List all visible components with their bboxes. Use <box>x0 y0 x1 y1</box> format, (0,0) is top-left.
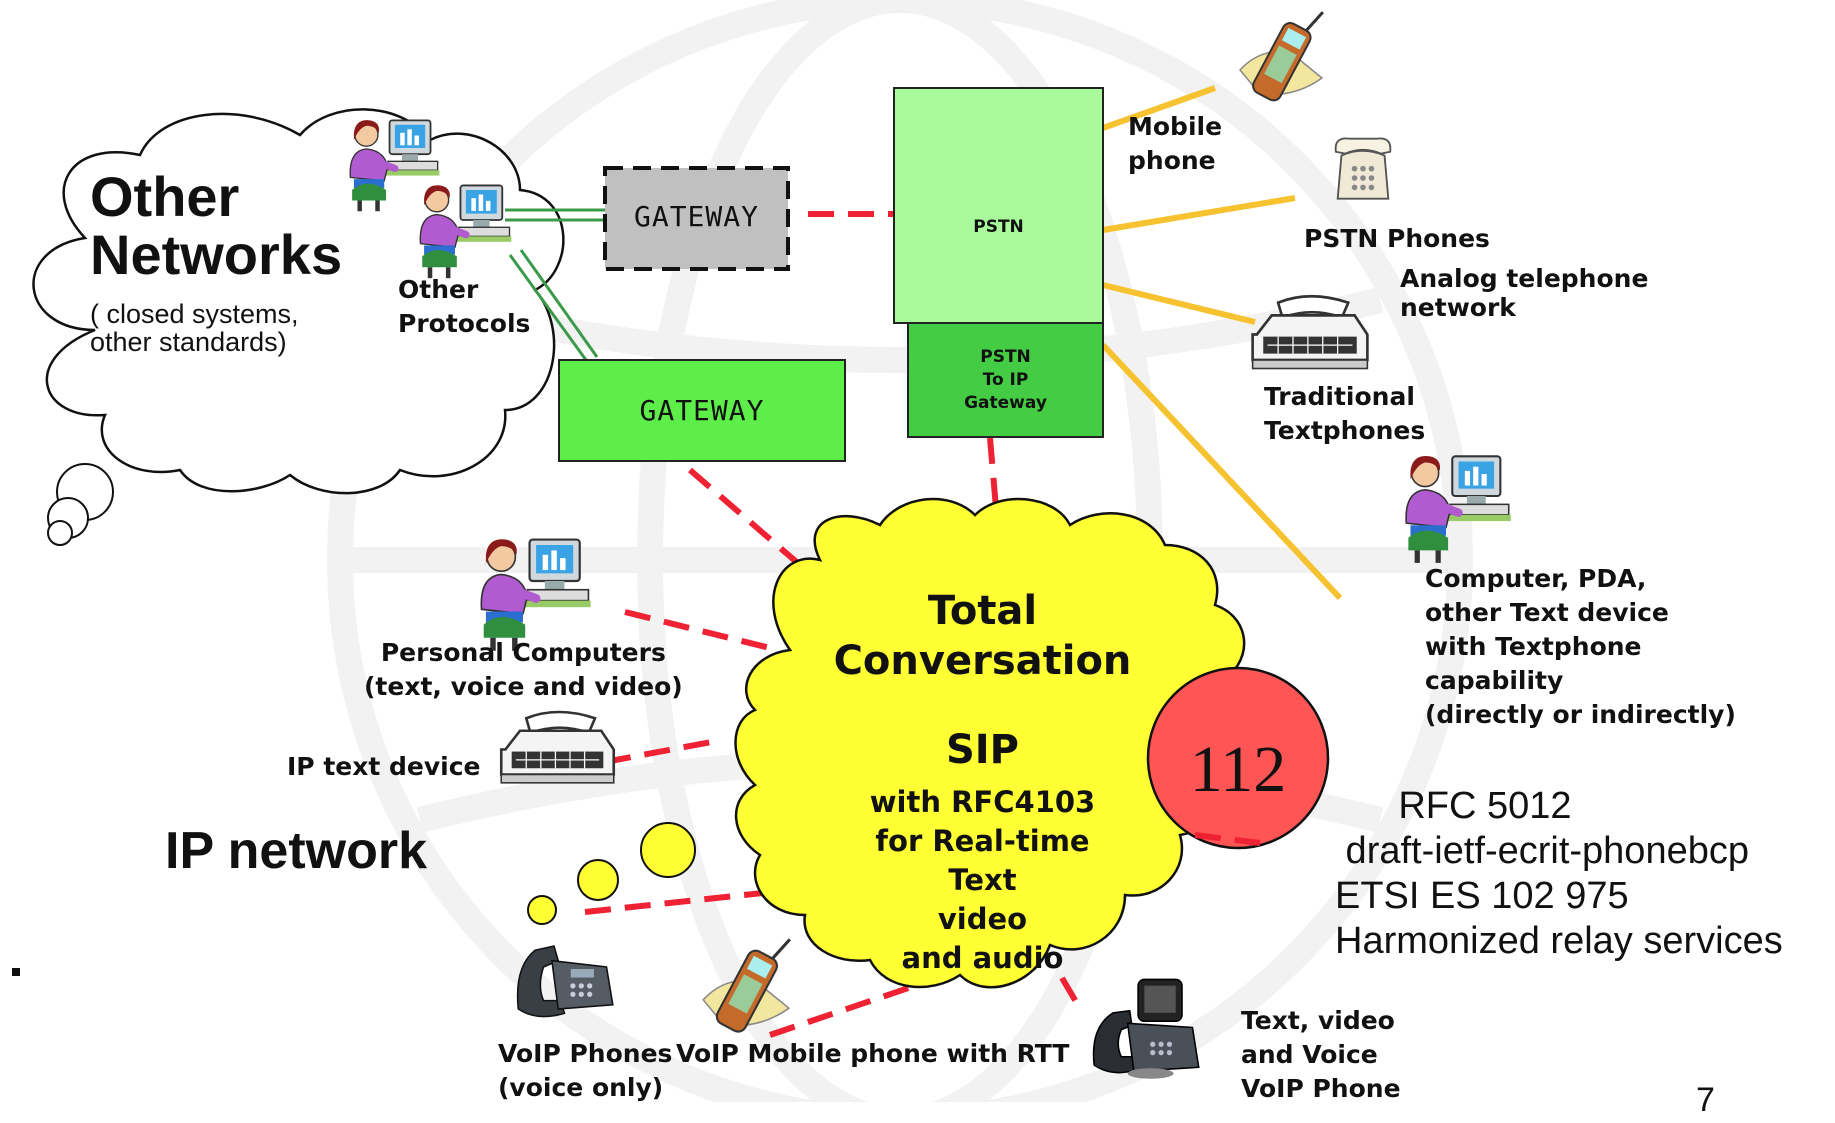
reference-line-3: ETSI ES 102 975 <box>1335 875 1629 917</box>
total-conversation-details: with RFC4103 for Real-time Text video an… <box>869 785 1096 975</box>
personal-computers-label: Personal Computers (text, voice and vide… <box>364 638 683 701</box>
mobile-phone-icon <box>1238 8 1327 105</box>
computer-pda-label: Computer, PDA, other Text device with Te… <box>1425 564 1736 729</box>
yellow-bubble-large <box>640 822 696 878</box>
woman-at-computer-icon <box>481 539 590 651</box>
sip-label: SIP <box>945 727 1019 773</box>
other-networks-subtitle: ( closed systems, other standards) <box>90 299 299 357</box>
desk-phone-icon <box>1334 137 1392 200</box>
page-number: 7 <box>1696 1081 1715 1119</box>
other-protocols-label: Other Protocols <box>398 275 531 338</box>
gateway-top-label: GATEWAY <box>633 200 759 233</box>
total-conversation-title: Total Conversation <box>833 588 1132 684</box>
reference-line-4: Harmonized relay services <box>1335 920 1783 962</box>
pstn-box <box>893 87 1104 324</box>
gateway-bottom-label: GATEWAY <box>639 394 765 427</box>
mobile-phone-label: Mobile phone <box>1128 112 1223 175</box>
bullet-dot <box>12 968 20 976</box>
analog-lines <box>1100 85 1343 601</box>
textphone-icon <box>499 710 616 785</box>
emergency-dash <box>1194 832 1261 846</box>
pstn-gateway-box <box>907 322 1104 438</box>
emergency-number: 112 <box>1189 733 1287 806</box>
video-phone-icon <box>1092 978 1200 1080</box>
gateway-top-box <box>603 166 790 271</box>
other-networks-title: Other Networks <box>90 165 343 286</box>
emergency-112-circle <box>1146 666 1330 850</box>
thought-bubble-small <box>47 520 73 546</box>
ip-text-device-label: IP text device <box>287 752 481 781</box>
reference-line-2: draft-ietf-ecrit-phonebcp <box>1335 830 1749 872</box>
yellow-bubble-small <box>527 895 557 925</box>
voip-mobile-label: VoIP Mobile phone with RTT <box>676 1039 1070 1068</box>
gateway-bottom-box <box>558 359 846 462</box>
voip-phone-icon <box>516 945 614 1018</box>
other-protocols-links <box>505 208 605 361</box>
traditional-textphones-label: Traditional Textphones <box>1264 382 1426 445</box>
analog-network-label: Analog telephone network <box>1400 264 1649 322</box>
yellow-bubble-medium <box>577 859 619 901</box>
text-video-voip-label: Text, video and Voice VoIP Phone <box>1241 1006 1401 1103</box>
pstn-gateway-label: PSTN To IP Gateway <box>964 347 1047 413</box>
pstn-phones-label: PSTN Phones <box>1304 224 1490 253</box>
pstn-label: PSTN <box>973 217 1024 237</box>
voip-phones-label: VoIP Phones (voice only) <box>498 1039 673 1102</box>
ip-network-label: IP network <box>165 822 428 880</box>
reference-line-1: RFC 5012 <box>1335 785 1572 827</box>
